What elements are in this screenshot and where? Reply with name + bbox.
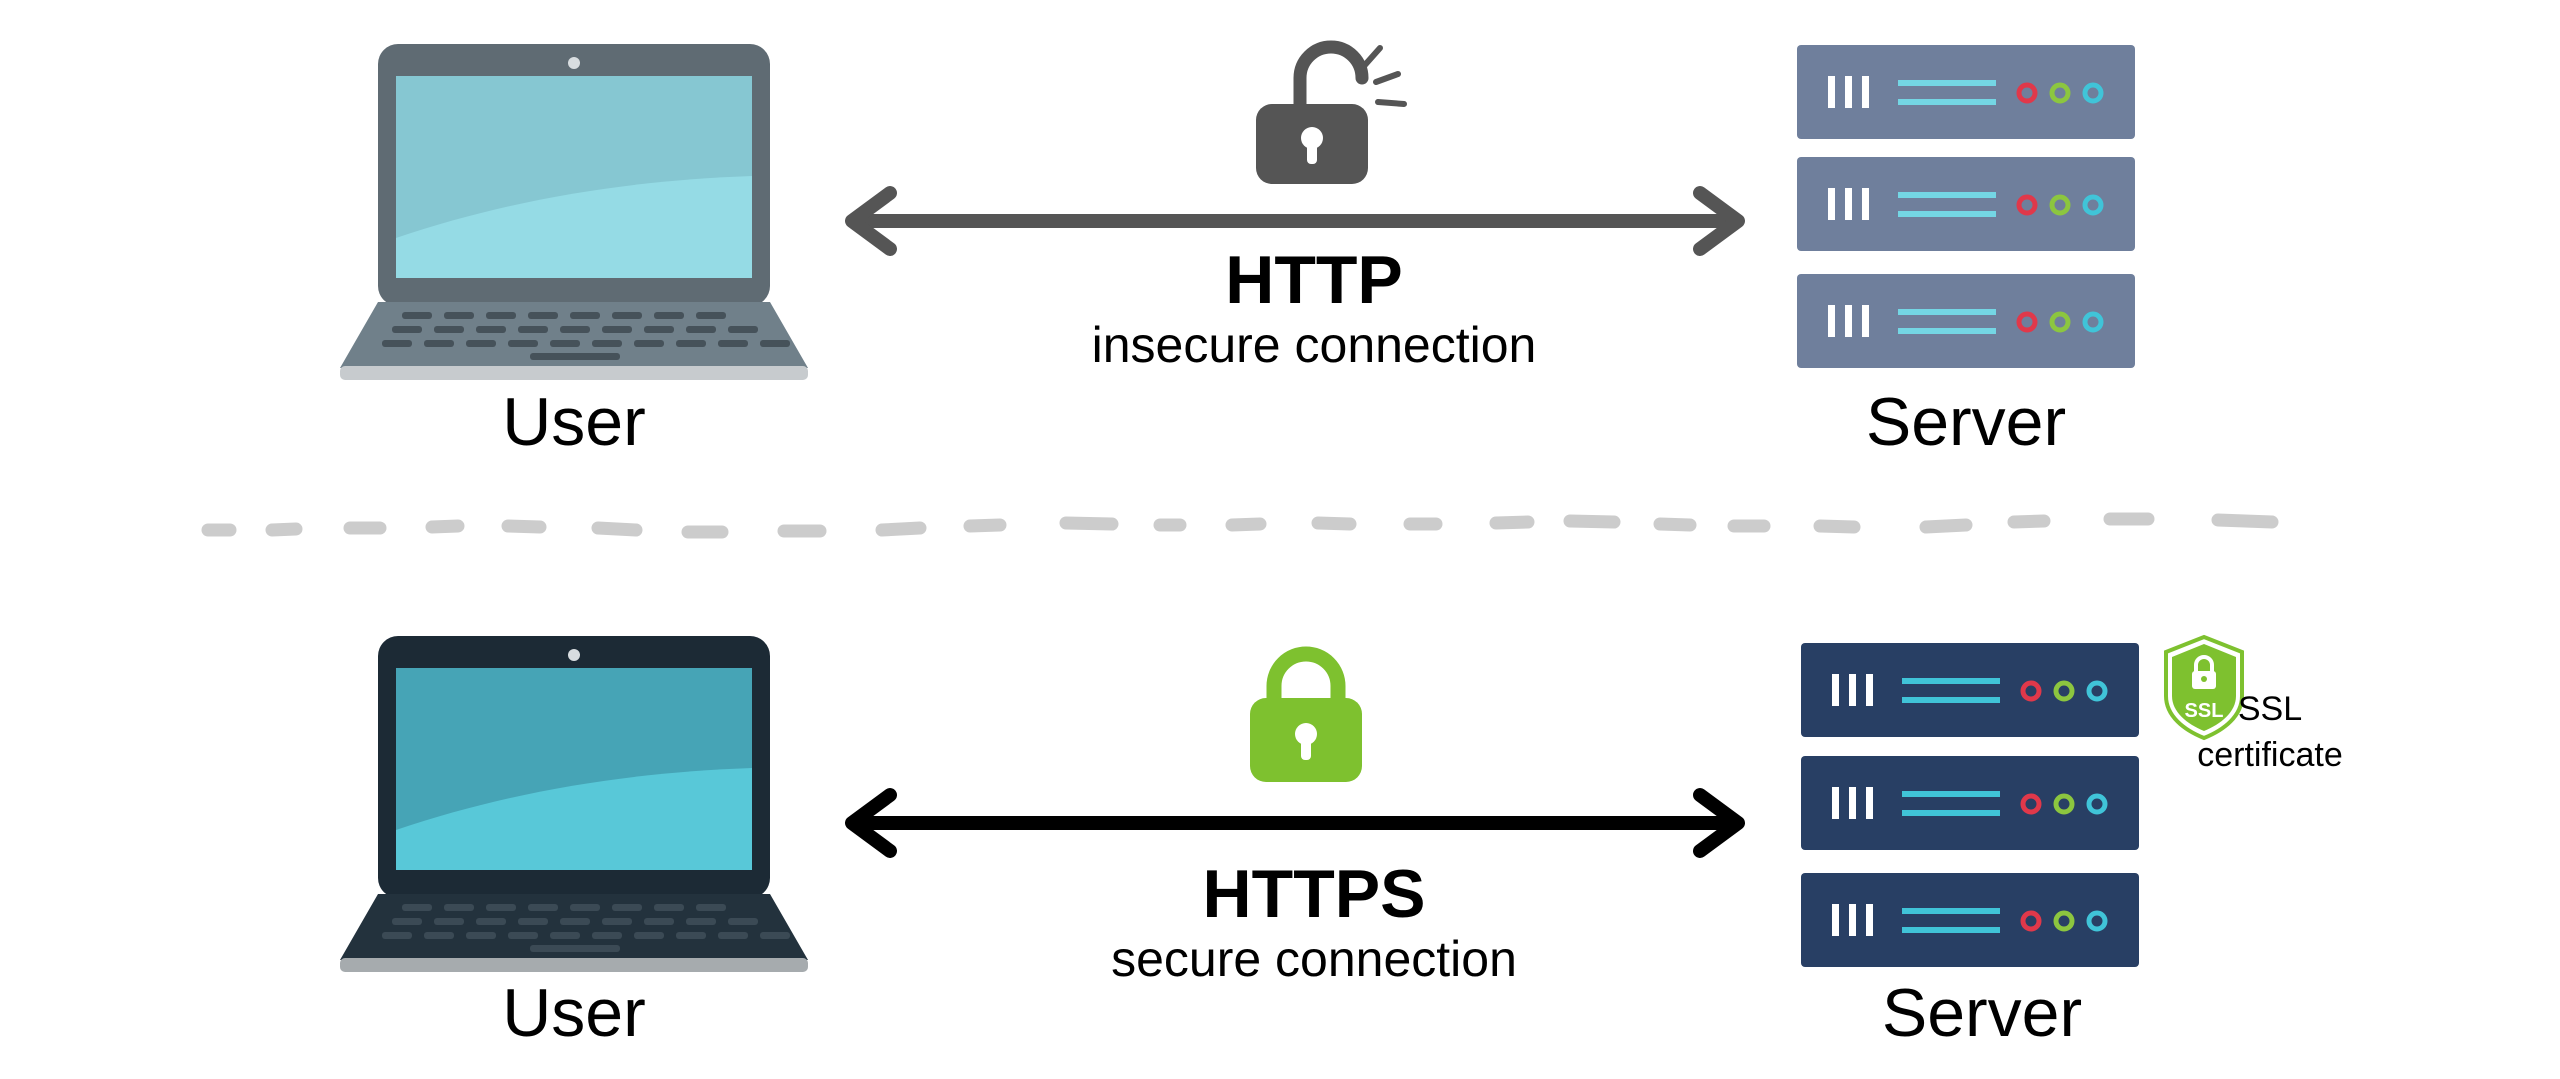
http-user-label: User	[502, 384, 646, 460]
ssl-shield-icon: SSL	[2164, 634, 2244, 741]
https-section: User HTTPS secure connection	[340, 634, 2343, 1051]
https-user-laptop-icon	[340, 636, 808, 972]
ssl-badge-text: SSL	[2185, 700, 2224, 722]
https-server-label: Server	[1882, 975, 2082, 1051]
closed-lock-icon	[1250, 646, 1362, 782]
ssl-certificate-label-line1: SSL	[2238, 690, 2302, 728]
https-protocol-label: HTTPS	[1203, 856, 1426, 932]
section-divider	[201, 512, 2279, 539]
http-connection-description: insecure connection	[1092, 317, 1537, 373]
http-user-laptop-icon	[340, 44, 808, 380]
https-server-rack-icon	[1801, 643, 2139, 967]
http-section: User HTTP insecure connection	[340, 40, 2135, 460]
ssl-certificate-label-line2: certificate	[2197, 736, 2343, 774]
http-double-arrow	[845, 186, 1745, 256]
open-lock-icon	[1256, 40, 1407, 184]
http-protocol-label: HTTP	[1225, 242, 1403, 318]
https-user-label: User	[502, 975, 646, 1051]
https-connection-description: secure connection	[1111, 931, 1517, 987]
http-server-label: Server	[1866, 384, 2066, 460]
https-double-arrow	[845, 788, 1745, 858]
http-server-rack-icon	[1797, 45, 2135, 368]
